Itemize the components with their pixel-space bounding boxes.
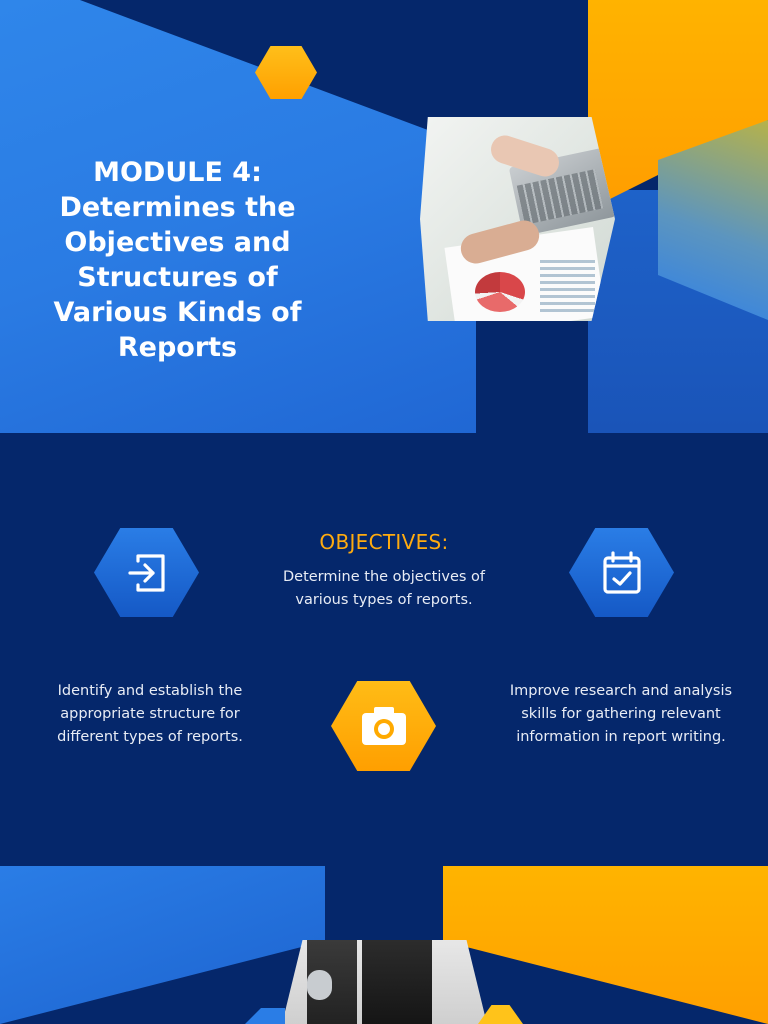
calendar-check-hexagon: [569, 528, 674, 617]
objective-text-2: Identify and establish the appropriate s…: [57, 683, 243, 745]
page-title: MODULE 4: Determines the Objectives and …: [53, 157, 302, 363]
hero-photo-laptop-report: [420, 117, 615, 321]
decorative-hexagon: [255, 46, 317, 99]
decorative-hexagon-blue: [245, 1008, 285, 1024]
photo-suit-body: [362, 940, 432, 1024]
calendar-check-icon: [602, 550, 641, 594]
objective-text-3: Improve research and analysis skills for…: [509, 683, 733, 745]
sign-in-hexagon: [94, 528, 199, 617]
objective-text-1: Determine the objectives of various type…: [282, 569, 486, 608]
photo-pie-chart: [475, 272, 525, 312]
sign-in-icon: [127, 553, 165, 592]
camera-icon: [361, 707, 406, 745]
camera-hexagon: [331, 681, 436, 771]
footer-photo-business-person: [282, 940, 487, 1024]
footer-blue-panel: [0, 866, 325, 1024]
decorative-hexagon-yellow: [478, 1005, 523, 1024]
footer-orange-panel: [443, 866, 768, 1024]
photo-bar-chart: [540, 257, 595, 312]
objectives-heading: OBJECTIVES:: [319, 530, 449, 554]
photo-hand: [307, 970, 332, 1000]
